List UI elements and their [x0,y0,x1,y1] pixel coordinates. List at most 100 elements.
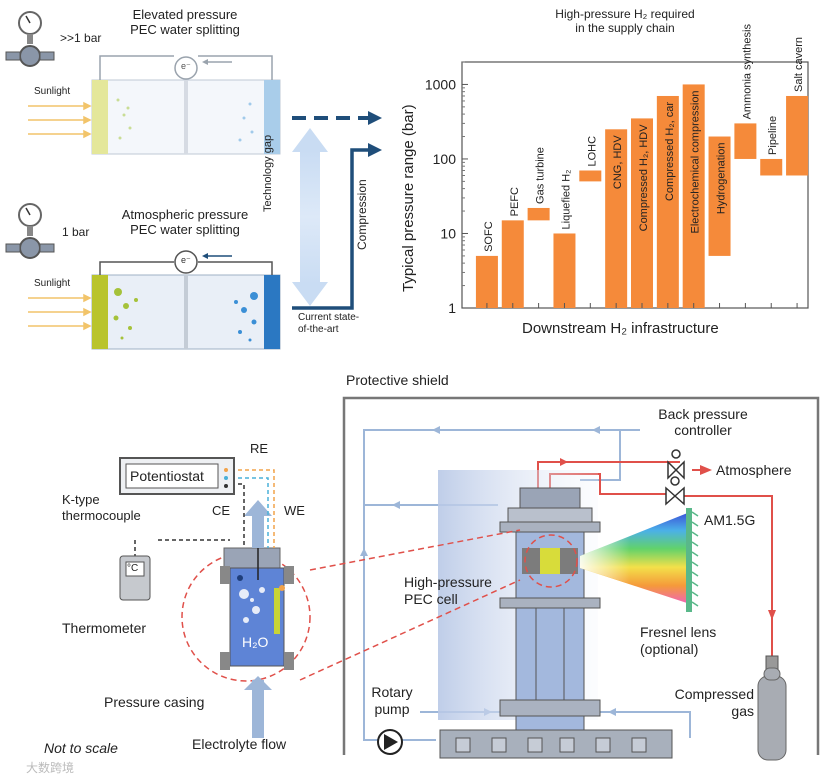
zoom-lines [299,529,578,681]
bar [760,158,783,176]
high-pressure-cell [439,487,673,759]
valve-icon [665,449,685,506]
bar-label: Liquefied H₂ [560,170,572,230]
potentiostat-label: Potentiostat [130,468,204,484]
bar-label: LOHC [586,136,598,167]
bar [786,95,809,176]
elevated-title-line2: PEC water splitting [130,21,240,37]
light-beam [580,512,690,604]
atm-cell [91,250,281,350]
re-label: RE [250,441,269,456]
electron-icon: e⁻ [181,61,191,71]
h2o-label: H₂O [242,634,269,650]
dashed-arrow [292,111,382,125]
protective-shield-label: Protective shield [346,372,449,388]
technology-gap-label: Technology gap [262,134,274,212]
y-tick-label: 100 [433,151,457,167]
ktype-line1: K-type [62,492,100,507]
bar-label: Electrochemical compression [690,90,702,233]
bar-label: Salt cavern [793,37,805,92]
protective-shield-frame [342,396,820,755]
electrolyte-flow-label: Electrolyte flow [192,736,287,752]
bar [553,233,576,308]
bar [682,84,705,309]
small-pec-cell [220,547,294,670]
bar-label: CNG, HDV [612,135,624,189]
chart-ylabel: Typical pressure range (bar) [400,104,417,292]
sunlight-arrows-icon [28,293,92,331]
bar [708,136,731,256]
bar-label: Compressed H₂, HDV [638,124,650,232]
back-pressure-label: Back pressure controller [640,406,766,438]
sunlight-label: Sunlight [34,86,71,97]
atm-title-line1: Atmospheric pressure [121,207,249,222]
elevated-pressure-label: >>1 bar [60,31,102,45]
elevated-gauge-icon [5,11,55,67]
compressed-line1: Compressed [674,686,754,702]
rotary-line1: Rotary [371,684,413,700]
bar [631,118,653,309]
current-state-label: Current state- of-the-art [298,312,359,336]
potentiostat-box [119,457,235,495]
chart-title-line2: in the supply chain [575,20,675,35]
rotary-line2: pump [374,700,410,717]
not-to-scale-label: Not to scale [44,740,118,756]
bar-label: Compressed H₂, car [664,102,676,201]
bar-label: Gas turbine [535,147,547,204]
elevated-title: Elevated pressure PEC water splitting [110,7,260,38]
thermometer-unit: °C [127,563,139,574]
hp-cell-line2: PEC cell [404,590,458,607]
atm-title: Atmospheric pressure PEC water splitting [100,207,270,238]
bar-label: Ammonia synthesis [741,24,753,120]
chart-xlabel: Downstream H₂ infrastructure [522,320,719,337]
bar [527,207,550,221]
bar [605,129,628,308]
am15g-label: AM1.5G [704,512,756,528]
back-pressure-line1: Back pressure [658,406,748,422]
fresnel-lens-icon [686,508,699,612]
sunlight-arrows-icon [28,101,92,139]
bar-label: Pipeline [767,116,779,155]
bar [501,220,524,308]
rotary-pump-label: Rotary pump [362,684,422,718]
fresnel-line2: (optional) [640,640,699,657]
compressed-line2: gas [731,702,754,719]
bar [475,255,498,308]
ktype-line2: thermocouple [62,507,141,523]
watermark-text: 大数跨境 [26,761,75,775]
bar-label: PEFC [509,187,521,216]
pressure-casing-label: Pressure casing [104,694,205,710]
ce-label: CE [212,503,231,518]
thermometer-label: Thermometer [62,620,147,636]
thermometer-icon [119,555,151,601]
current-state-line2: of-the-art [298,324,339,335]
atmosphere-label: Atmosphere [716,462,792,478]
bar-label: Hydrogenation [716,143,728,215]
rotary-pump-icon [377,729,403,755]
atm-gauge-icon [5,203,55,259]
bar [579,170,602,182]
compression-arrow [292,143,382,310]
sunlight-label: Sunlight [34,278,71,289]
electrolyte-flow-arrow [244,500,272,738]
hp-cell-line1: High-pressure [404,574,492,590]
bar [734,123,757,159]
fresnel-label: Fresnel lens (optional) [640,624,716,658]
compressed-gas-label: Compressed gas [656,686,754,720]
chart-title-line1: High-pressure H₂ required [555,7,695,21]
fresnel-line1: Fresnel lens [640,624,717,640]
we-label: WE [284,503,305,518]
bar-label: SOFC [483,221,495,252]
atm-pressure-label: 1 bar [62,225,90,239]
ktype-label: K-type thermocouple [62,492,141,523]
y-tick-label: 10 [440,225,456,241]
atm-title-line2: PEC water splitting [130,221,240,237]
elevated-title-line1: Elevated pressure [132,7,238,22]
bar [656,95,679,308]
y-tick-label: 1 [448,300,456,316]
hp-cell-label: High-pressure PEC cell [404,574,492,608]
compression-label: Compression [355,179,369,250]
light-beam-fade [580,536,630,584]
